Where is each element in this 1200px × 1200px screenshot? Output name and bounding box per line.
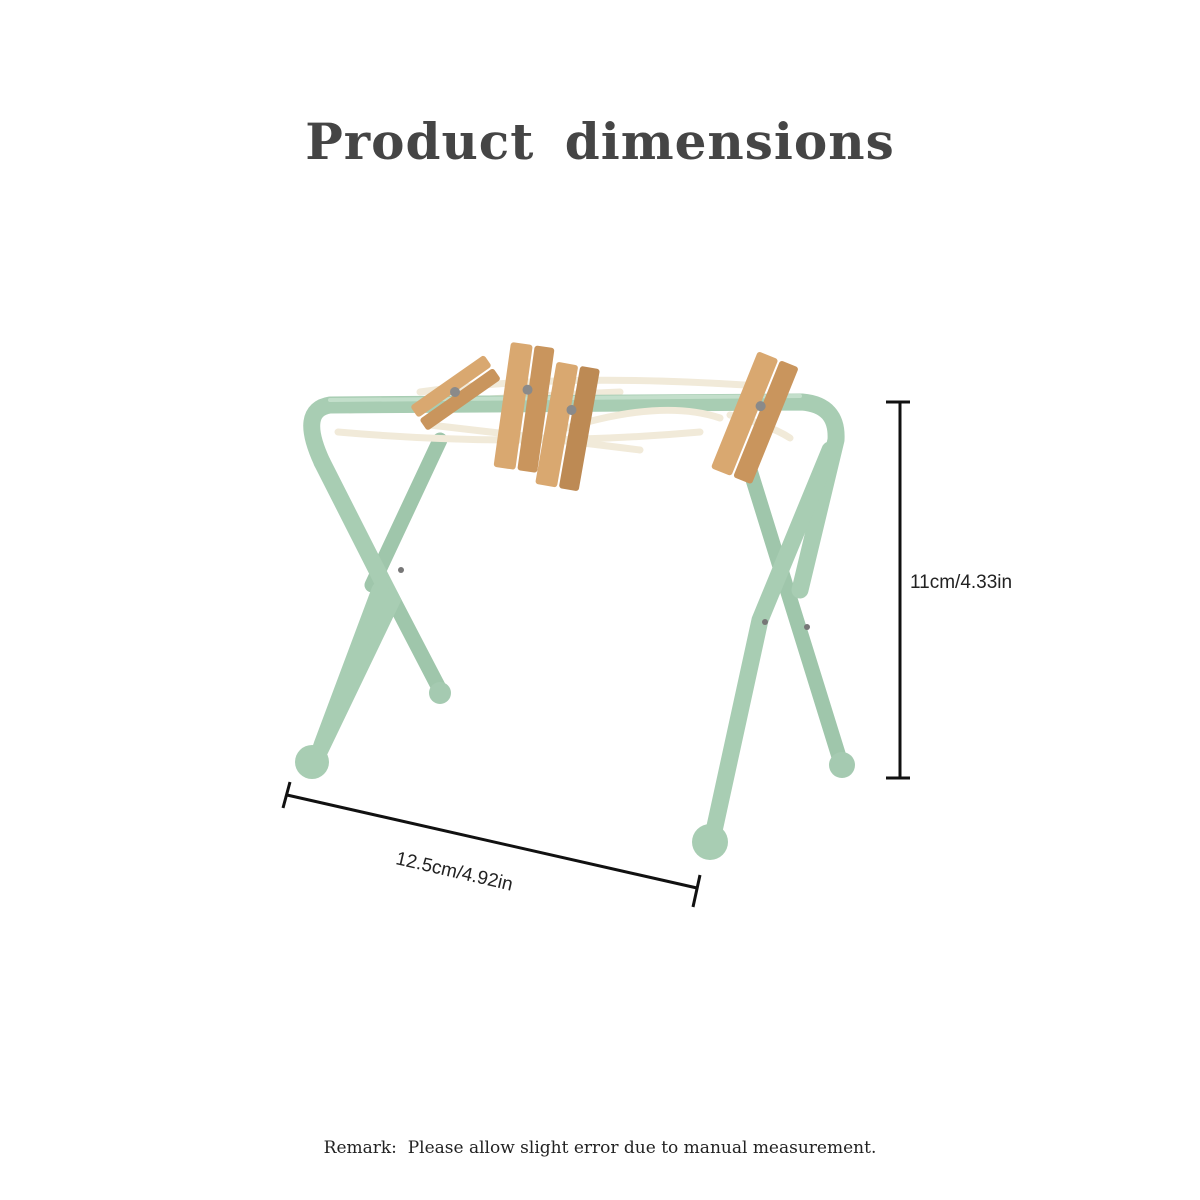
pivot-screw-left	[398, 567, 404, 573]
clothespin-4	[711, 352, 798, 484]
foot-back-left	[429, 682, 451, 704]
clothespin-2	[493, 342, 555, 473]
foot-back-right	[829, 752, 855, 778]
height-dimension-label: 11cm/4.33in	[910, 572, 1013, 593]
remark-text: Remark: Please allow slight error due to…	[323, 1138, 877, 1158]
clothespin-3	[535, 362, 600, 491]
foot-front-right	[692, 824, 728, 860]
height-dimension-line	[886, 400, 910, 780]
clothespin-1	[411, 355, 500, 430]
pivot-screw-right-inner	[762, 619, 768, 625]
width-dimension-line	[281, 781, 702, 908]
page-title: Product dimensions	[305, 112, 895, 171]
clothespins	[411, 342, 798, 491]
pivot-screw-right	[804, 624, 810, 630]
rack-front-legs	[311, 441, 839, 849]
foot-front-left	[295, 745, 329, 779]
